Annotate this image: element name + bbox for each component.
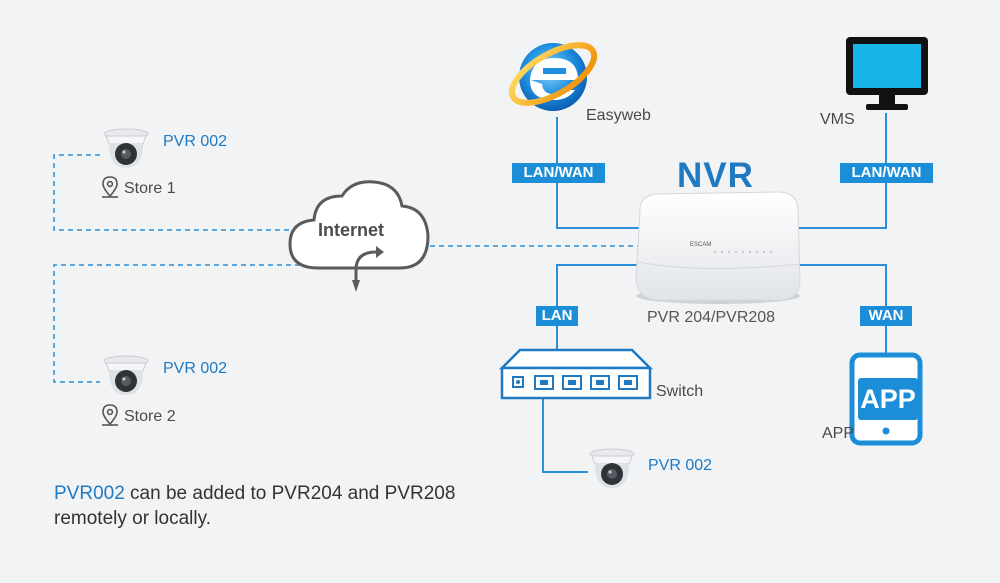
- solid-links: [542, 113, 887, 473]
- footnote: PVR002 can be added to PVR204 and PVR208…: [54, 481, 455, 531]
- camera-model-label: PVR 002: [648, 457, 713, 474]
- camera-icon-store1: [103, 128, 149, 168]
- location-pin-icon: [102, 404, 118, 426]
- ie-browser-icon: [508, 42, 598, 111]
- monitor-icon: [846, 37, 928, 110]
- footnote-highlight: PVR002: [54, 483, 125, 504]
- footnote-line1: can be added to PVR204 and PVR208: [124, 483, 456, 504]
- app-screen-text: APP: [860, 384, 916, 414]
- app-label: APP: [822, 425, 855, 442]
- internet-label: Internet: [318, 220, 385, 240]
- easyweb-label: Easyweb: [586, 107, 651, 124]
- vms-label: VMS: [820, 111, 855, 128]
- tag-lan-wan-left: LAN/WAN: [512, 163, 605, 183]
- tag-lan-wan-right: LAN/WAN: [840, 163, 933, 183]
- switch-label: Switch: [656, 383, 704, 400]
- nvr-title: NVR: [677, 156, 754, 195]
- camera-location-label: Store 2: [124, 408, 176, 425]
- footnote-line2: remotely or locally.: [54, 508, 211, 529]
- camera-location-label: Store 1: [124, 180, 176, 197]
- tag-lan: LAN: [536, 306, 578, 326]
- tag-wan: WAN: [860, 306, 912, 326]
- camera-icon-local: [589, 448, 635, 488]
- switch-icon: [498, 348, 654, 400]
- dashed-links: [53, 154, 640, 383]
- cloud-icon: [288, 180, 430, 292]
- nvr-device-icon: ESCAM: [635, 191, 801, 304]
- location-pin-icon: [102, 176, 118, 198]
- camera-icon-store2: [103, 355, 149, 395]
- camera-model-label: PVR 002: [163, 133, 228, 150]
- nvr-brand-text: ESCAM: [690, 242, 711, 248]
- nvr-model-label: PVR 204/PVR208: [647, 309, 776, 326]
- tablet-app-icon: APP: [849, 352, 923, 446]
- camera-model-label: PVR 002: [163, 360, 228, 377]
